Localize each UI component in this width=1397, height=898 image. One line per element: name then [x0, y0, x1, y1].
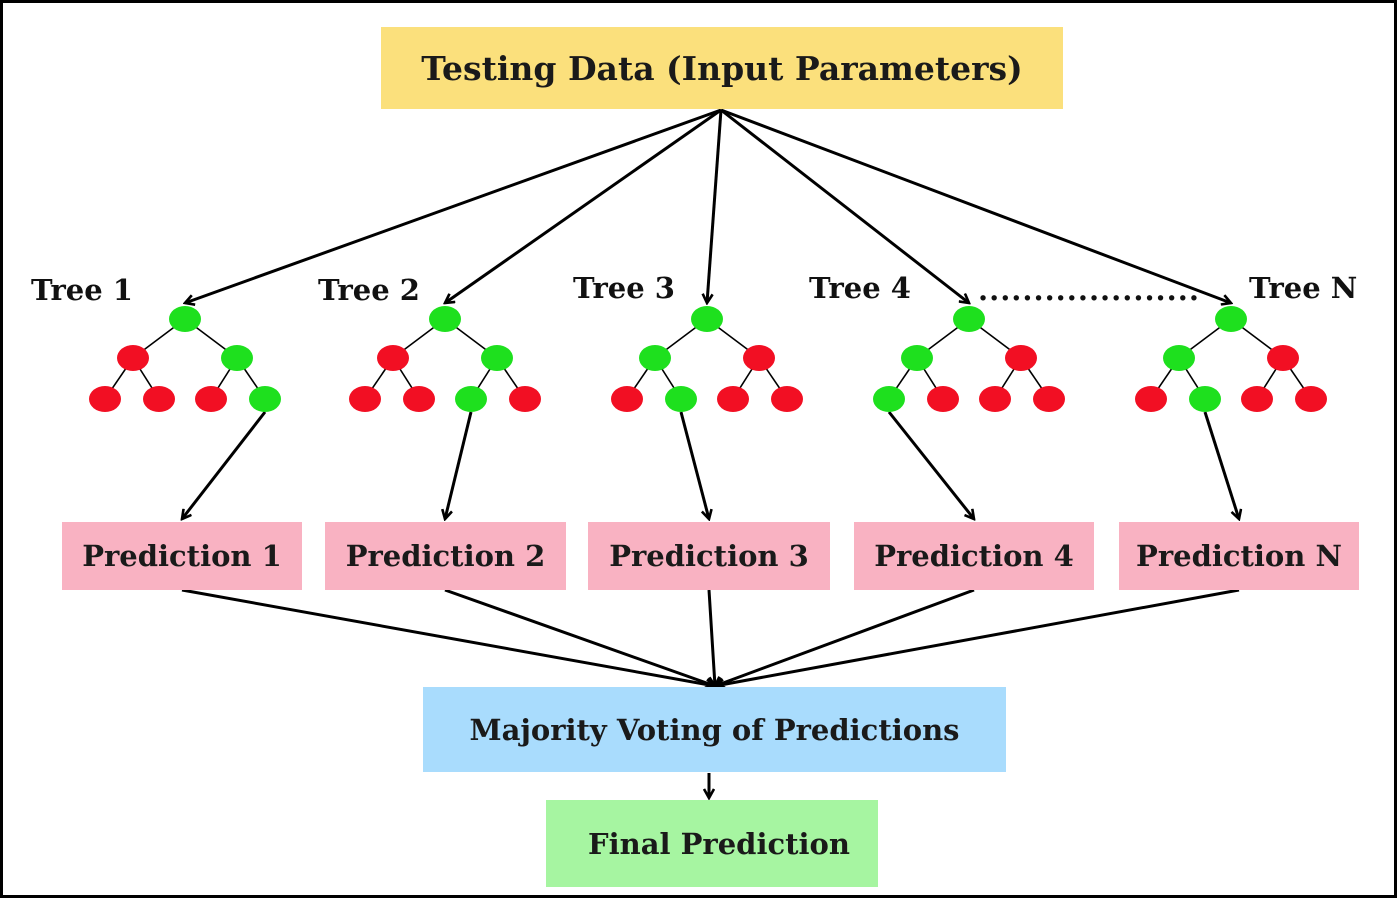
tree-2-node-red	[509, 386, 541, 412]
input-to-tree-4-arrow	[720, 108, 969, 303]
input-to-tree-5-arrow	[720, 108, 1231, 303]
tree-4-node-green	[953, 306, 985, 332]
diagram-canvas	[89, 108, 1327, 895]
majority-voting-box: Majority Voting of Predictions	[423, 687, 1006, 772]
tree-2-node-green	[481, 345, 513, 371]
tree-4-node-red	[1005, 345, 1037, 371]
tree-5-node-red	[1295, 386, 1327, 412]
tree-3-node-red	[771, 386, 803, 412]
tree-4-node-green	[873, 386, 905, 412]
tree-3-node-red	[743, 345, 775, 371]
tree-n-label: Tree N	[1249, 271, 1358, 305]
tree-1-node-red	[89, 386, 121, 412]
input-to-tree-3-arrow	[707, 109, 723, 303]
tree-2-node-red	[377, 345, 409, 371]
tree-3-label: Tree 3	[573, 271, 675, 305]
input-to-tree-1-arrow	[185, 108, 722, 303]
prediction-3-to-voting-arrow	[707, 589, 715, 686]
tree-2-node-green	[455, 386, 487, 412]
tree-3-node-red	[611, 386, 643, 412]
prediction-n-box: Prediction N	[1119, 522, 1359, 590]
tree-1-node-green	[249, 386, 281, 412]
tree-5-node-green	[1215, 306, 1247, 332]
tree-2-node-green	[429, 306, 461, 332]
prediction-2-box: Prediction 2	[325, 522, 566, 590]
tree-5-node-green	[1189, 386, 1221, 412]
prediction-4-box: Prediction 4	[854, 522, 1094, 590]
tree-1-node-red	[195, 386, 227, 412]
tree-1-node-green	[169, 306, 201, 332]
prediction-1-box: Prediction 1	[62, 522, 302, 590]
tree-5-node-red	[1241, 386, 1273, 412]
tree-3-node-green	[665, 386, 697, 412]
tree-4-node-red	[979, 386, 1011, 412]
input-to-tree-2-arrow	[445, 108, 722, 303]
tree-4-label: Tree 4	[809, 271, 911, 305]
prediction-1-to-voting-arrow	[181, 588, 715, 686]
tree-4-node-green	[901, 345, 933, 371]
prediction-4-to-voting-arrow	[715, 588, 975, 686]
tree-4-node-red	[927, 386, 959, 412]
ellipsis-dots: ....................	[978, 273, 1200, 307]
prediction-5-to-voting-arrow	[715, 588, 1240, 686]
tree-1-label: Tree 1	[31, 273, 133, 307]
tree-1-node-green	[221, 345, 253, 371]
prediction-2-to-voting-arrow	[444, 588, 715, 686]
tree-2-node-red	[403, 386, 435, 412]
prediction-3-box: Prediction 3	[588, 522, 830, 590]
tree-1-to-prediction-arrow	[182, 411, 267, 519]
tree-3-node-green	[639, 345, 671, 371]
tree-2-to-prediction-arrow	[445, 411, 473, 519]
tree-5-node-red	[1135, 386, 1167, 412]
tree-3-node-red	[717, 386, 749, 412]
tree-5-node-green	[1163, 345, 1195, 371]
final-prediction-box: Final Prediction	[546, 800, 878, 887]
tree-4-to-prediction-arrow	[887, 411, 974, 519]
tree-1-node-red	[117, 345, 149, 371]
tree-3-to-prediction-arrow	[679, 411, 709, 519]
tree-4-node-red	[1033, 386, 1065, 412]
tree-2-node-red	[349, 386, 381, 412]
tree-3-node-green	[691, 306, 723, 332]
tree-5-to-prediction-arrow	[1203, 411, 1239, 519]
testing-data-box: Testing Data (Input Parameters)	[381, 27, 1063, 109]
tree-5-node-red	[1267, 345, 1299, 371]
tree-2-label: Tree 2	[318, 273, 420, 307]
tree-1-node-red	[143, 386, 175, 412]
